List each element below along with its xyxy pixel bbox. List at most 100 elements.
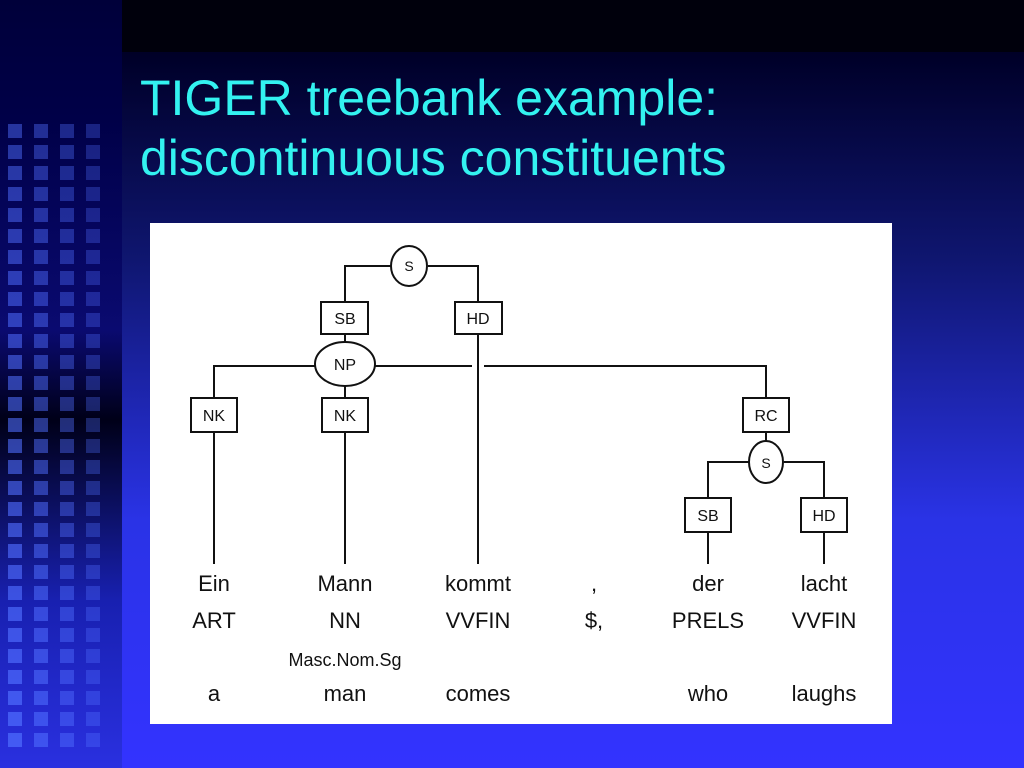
decorative-square — [86, 628, 100, 642]
decorative-square — [60, 586, 74, 600]
decorative-square — [34, 166, 48, 180]
decorative-square — [86, 250, 100, 264]
svg-text:RC: RC — [754, 408, 777, 425]
decorative-square — [86, 334, 100, 348]
token-word: Mann — [317, 571, 372, 596]
decorative-square — [86, 460, 100, 474]
decorative-square — [8, 292, 22, 306]
decorative-square — [86, 313, 100, 327]
svg-text:HD: HD — [466, 311, 489, 328]
svg-text:NK: NK — [334, 408, 357, 425]
decorative-square — [34, 418, 48, 432]
edge-label-hd-relative: HD — [800, 497, 848, 533]
decorative-square — [86, 208, 100, 222]
token-word: Ein — [198, 571, 230, 596]
token-morph: Masc.Nom.Sg — [288, 650, 401, 670]
decorative-square — [60, 565, 74, 579]
top-band — [0, 0, 1024, 52]
decorative-square — [8, 166, 22, 180]
decorative-square — [60, 376, 74, 390]
decorative-square — [86, 145, 100, 159]
edge-np-nk-art — [213, 365, 315, 398]
decorative-square — [34, 334, 48, 348]
decorative-square — [34, 187, 48, 201]
decorative-square — [8, 334, 22, 348]
decorative-square — [8, 124, 22, 138]
decorative-square — [8, 586, 22, 600]
edge-np-rc-right — [484, 365, 767, 398]
decorative-square — [86, 544, 100, 558]
decorative-square — [8, 250, 22, 264]
decorative-square — [60, 166, 74, 180]
decorative-square — [8, 670, 22, 684]
decorative-square — [8, 523, 22, 537]
decorative-square — [34, 712, 48, 726]
decorative-square — [60, 229, 74, 243]
decorative-square — [60, 649, 74, 663]
decorative-square — [60, 187, 74, 201]
decorative-square — [34, 292, 48, 306]
edge-label-rc: RC — [742, 397, 790, 433]
svg-text:HD: HD — [812, 508, 835, 525]
node-s-relative-label: S — [761, 455, 770, 471]
decorative-square — [60, 418, 74, 432]
decorative-square — [34, 691, 48, 705]
svg-text:SB: SB — [334, 311, 355, 328]
decorative-square — [60, 460, 74, 474]
decorative-square — [34, 607, 48, 621]
decorative-square — [60, 733, 74, 747]
token-pos: VVFIN — [446, 608, 511, 633]
decorative-square — [8, 460, 22, 474]
decorative-square — [86, 229, 100, 243]
decorative-square — [8, 271, 22, 285]
decorative-square — [8, 712, 22, 726]
node-s-root: S — [390, 245, 428, 287]
decorative-square — [86, 523, 100, 537]
decorative-square — [60, 670, 74, 684]
token-pos: VVFIN — [792, 608, 857, 633]
decorative-square — [60, 481, 74, 495]
decorative-square — [34, 124, 48, 138]
decorative-square — [86, 712, 100, 726]
decorative-square — [60, 628, 74, 642]
decorative-square — [86, 292, 100, 306]
edge-label-hd-root: HD — [454, 301, 503, 335]
token-word: der — [692, 571, 724, 596]
decorative-square — [8, 502, 22, 516]
token-gloss: who — [687, 681, 728, 706]
decorative-square — [34, 502, 48, 516]
decorative-square — [60, 250, 74, 264]
node-s-relative: S — [748, 440, 784, 484]
token-gloss: man — [324, 681, 367, 706]
token-word: lacht — [801, 571, 847, 596]
decorative-square — [86, 355, 100, 369]
decorative-square — [8, 481, 22, 495]
tree-edges — [213, 265, 825, 564]
decorative-square — [60, 334, 74, 348]
svg-text:SB: SB — [697, 508, 718, 525]
decorative-square — [34, 439, 48, 453]
slide-title-line-1: TIGER treebank example: — [140, 70, 719, 126]
decorative-square — [60, 271, 74, 285]
edge-srel-hd — [784, 461, 825, 498]
syntax-tree-diagram: S NP S SB HD NK NK RC — [150, 223, 892, 724]
node-s-root-label: S — [404, 258, 413, 274]
edge-label-sb-relative: SB — [684, 497, 732, 533]
decorative-square — [8, 355, 22, 369]
decorative-square — [34, 733, 48, 747]
decorative-square — [34, 313, 48, 327]
decorative-square — [8, 607, 22, 621]
decorative-square — [34, 229, 48, 243]
decorative-square — [8, 418, 22, 432]
decorative-square — [34, 355, 48, 369]
decorative-square — [60, 313, 74, 327]
decorative-square — [8, 628, 22, 642]
decorative-squares — [8, 124, 100, 747]
decorative-square — [34, 145, 48, 159]
decorative-square — [34, 586, 48, 600]
decorative-square — [60, 691, 74, 705]
edge-label-nk-noun: NK — [321, 397, 369, 433]
decorative-square — [34, 523, 48, 537]
decorative-square — [34, 649, 48, 663]
decorative-square — [60, 355, 74, 369]
